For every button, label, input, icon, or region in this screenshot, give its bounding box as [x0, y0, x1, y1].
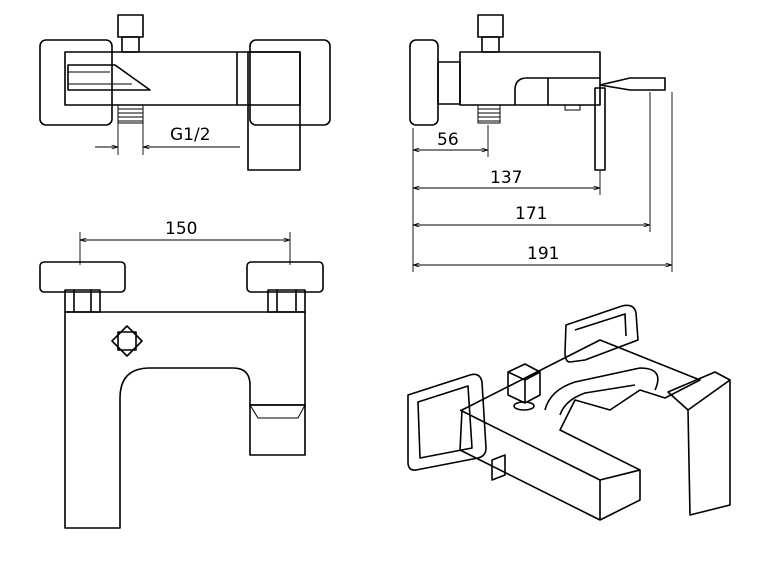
top-view: G1/2 — [39, 14, 331, 171]
dim-171: 171 — [515, 204, 547, 224]
isometric-view — [407, 304, 731, 521]
side-view: 56 137 171 191 — [409, 14, 673, 272]
dim-191: 191 — [527, 244, 559, 264]
dim-56: 56 — [437, 130, 459, 150]
front-view: 150 — [39, 219, 324, 529]
dim-137: 137 — [490, 168, 522, 188]
thread — [117, 104, 144, 124]
thread-label: G1/2 — [170, 125, 211, 145]
dim-150: 150 — [165, 219, 197, 239]
